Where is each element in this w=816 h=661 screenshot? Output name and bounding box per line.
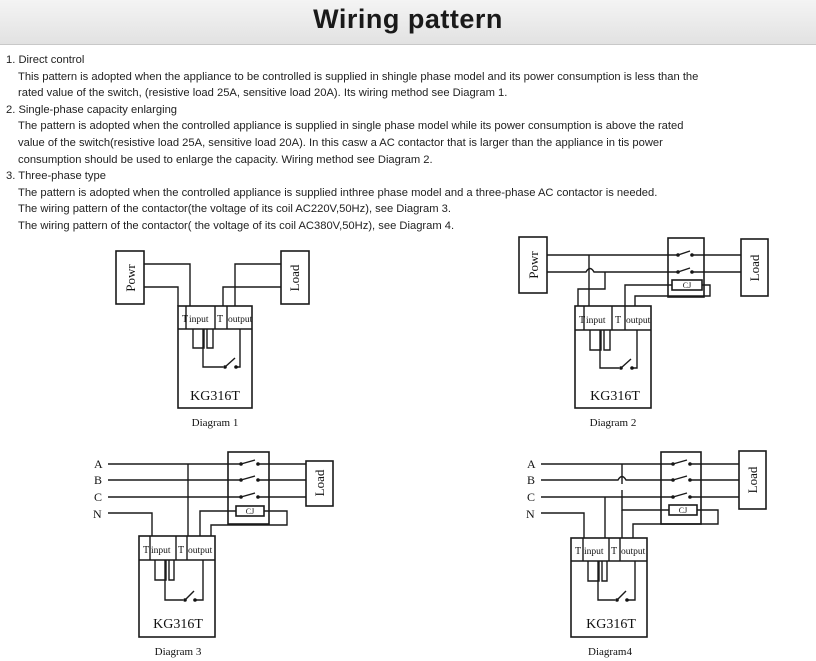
diagram-3: A B C N Load CJ T input T output KG316T … xyxy=(93,451,334,658)
kg316t-device xyxy=(574,305,652,409)
coil-label: CJ xyxy=(246,507,254,516)
device-model: KG316T xyxy=(590,389,640,404)
diagram-1-caption: Diagram 1 xyxy=(192,417,239,429)
terminal-t2: T xyxy=(217,314,223,325)
section-3-heading: 3. Three-phase type xyxy=(6,170,106,183)
load-label: Load xyxy=(745,466,760,493)
power-label: Powr xyxy=(526,251,541,279)
phase-n-label: N xyxy=(526,507,535,521)
section-1-heading: 1. Direct control xyxy=(6,54,85,66)
load-box xyxy=(280,250,310,305)
power-box xyxy=(115,250,145,305)
section-2-line-2: value of the switch(resistive load 25A, … xyxy=(18,136,663,149)
phase-a-label: A xyxy=(94,457,103,471)
terminal-t2: T xyxy=(615,315,621,326)
terminal-input: input xyxy=(151,546,171,556)
terminal-output: output xyxy=(188,546,213,556)
section-1-line-2: rated value of the switch, (resistive lo… xyxy=(18,87,508,100)
device-model: KG316T xyxy=(153,617,203,632)
description: 1. Direct control This pattern is adopte… xyxy=(6,52,812,235)
diagram-4-caption: Diagram4 xyxy=(588,646,632,658)
load-box xyxy=(305,460,334,507)
diagram-2: Powr Load CJ T input T output KG316T Dia… xyxy=(518,236,769,429)
terminal-input: input xyxy=(189,315,209,325)
diagram-4: A B C N Load CJ T input T output KG316T … xyxy=(526,450,767,658)
diagram-1: Powr Load T input T output KG316T Diagra… xyxy=(115,250,310,429)
coil-label: CJ xyxy=(683,281,691,290)
phase-c-label: C xyxy=(527,490,535,504)
phase-a-label: A xyxy=(527,457,536,471)
device-model: KG316T xyxy=(586,617,636,632)
coil-label: CJ xyxy=(679,506,687,515)
section-2-line-3: consumption should be used to enlarge th… xyxy=(18,153,433,166)
terminal-t2: T xyxy=(178,545,184,556)
section-3-line-1: The pattern is adopted when the controll… xyxy=(18,186,658,199)
diagram-2-caption: Diagram 2 xyxy=(590,417,637,429)
section-3-line-2: The wiring pattern of the contactor(the … xyxy=(18,203,452,216)
phase-b-label: B xyxy=(94,473,102,487)
power-label: Powr xyxy=(123,264,138,292)
title-bar xyxy=(0,0,816,45)
terminal-t2: T xyxy=(611,546,617,557)
terminal-t1: T xyxy=(182,314,188,325)
section-2-heading: 2. Single-phase capacity enlarging xyxy=(6,103,178,116)
power-box xyxy=(518,236,548,294)
section-2-line-1: The pattern is adopted when the controll… xyxy=(18,120,684,133)
load-box xyxy=(740,238,769,297)
terminal-t1: T xyxy=(579,315,585,326)
terminal-t1: T xyxy=(143,545,149,556)
phase-c-label: C xyxy=(94,490,102,504)
device-model: KG316T xyxy=(190,389,240,404)
terminal-t1: T xyxy=(575,546,581,557)
load-label: Load xyxy=(312,469,327,496)
page-title: Wiring pattern xyxy=(313,4,503,34)
terminal-input: input xyxy=(586,316,606,326)
terminal-output: output xyxy=(626,316,651,326)
terminal-input: input xyxy=(584,547,604,557)
load-label: Load xyxy=(747,254,762,281)
phase-n-label: N xyxy=(93,507,102,521)
section-1-line-1: This pattern is adopted when the applian… xyxy=(18,70,699,83)
phase-b-label: B xyxy=(527,473,535,487)
load-label: Load xyxy=(287,264,302,291)
section-3-line-3: The wiring pattern of the contactor( the… xyxy=(18,219,455,232)
terminal-output: output xyxy=(228,315,253,325)
terminal-output: output xyxy=(621,547,646,557)
diagram-3-caption: Diagram 3 xyxy=(155,646,202,658)
